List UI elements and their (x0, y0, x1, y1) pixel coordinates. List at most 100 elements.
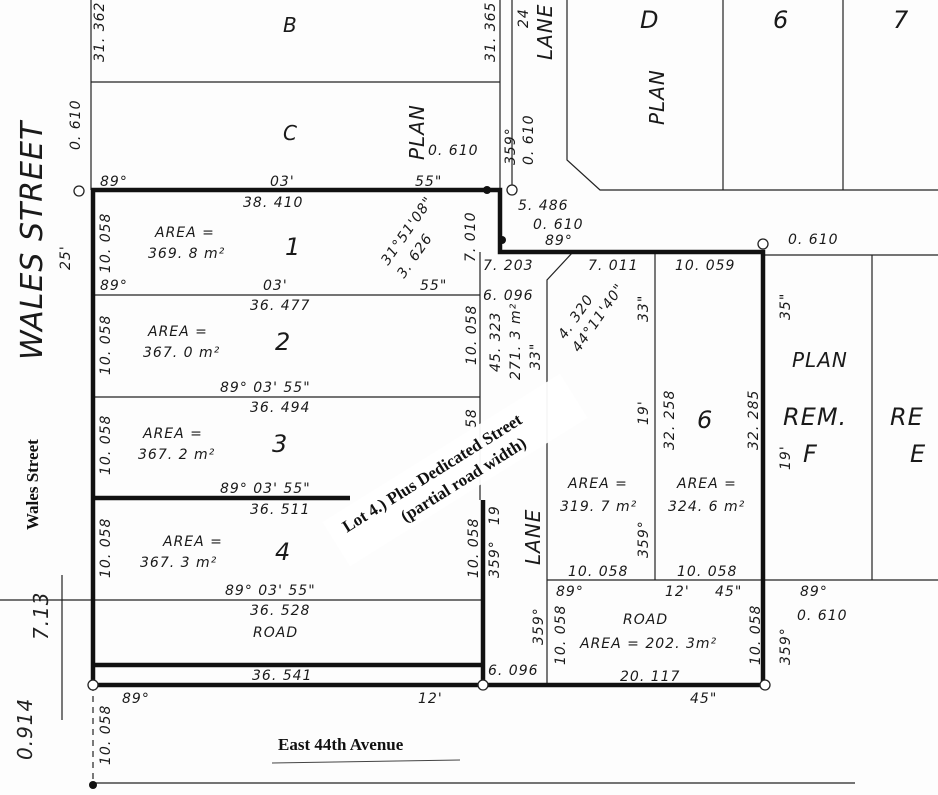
dimension-label: 10. 058 (466, 518, 482, 578)
dimension-label: 20. 117 (620, 669, 680, 685)
dimension-label: 36. 528 (250, 603, 310, 619)
dimension-label: 7. 010 (463, 211, 479, 262)
dimension-label: 45" (690, 691, 717, 707)
dimension-label: 45. 323 (488, 312, 504, 372)
wales-street-annotation: Wales Street (23, 439, 42, 530)
dimension-label: 55" (415, 174, 442, 190)
area-label: AREA = (567, 476, 628, 492)
dimension-label: 0. 610 (533, 217, 584, 233)
dimension-label: 0. 610 (788, 232, 839, 248)
lot-number: 6 (697, 406, 713, 434)
parcel-f: F (803, 440, 818, 468)
rem-f: REM. (783, 403, 847, 431)
lot-number: 1 (285, 233, 301, 261)
dimension-label: 31. 362 (92, 2, 108, 62)
dimension-label: 10. 058 (568, 564, 628, 580)
lane-mid-label: LANE (521, 509, 545, 565)
dimension-label: 03' (263, 278, 288, 294)
dimension-label: 0. 610 (521, 114, 537, 165)
dimension-label: 7. 011 (588, 258, 639, 274)
lane-area: 271. 3 m² (508, 303, 524, 380)
dimension-label: 12' (665, 584, 690, 600)
dimension-label: 10. 058 (748, 605, 764, 665)
dimension-label: 89° 03' 55" (220, 380, 311, 396)
dimension-label: 03' (270, 174, 295, 190)
dimension-label: 89° 03' 55" (220, 481, 311, 497)
dimension-label: 0. 610 (68, 99, 84, 150)
dimension-label: 31. 365 (483, 2, 499, 62)
lot-5: AREA = 319. 7 m² (560, 476, 637, 515)
dimension-label: 10. 059 (675, 258, 735, 274)
parcel-b: B (283, 13, 298, 37)
lot-number: 4 (275, 538, 291, 566)
dimensions: 31. 362 31. 365 0. 610 0. 610 359° 0. 61… (68, 2, 847, 765)
road-right-area: AREA = 202. 3m² (579, 636, 717, 652)
handwritten-0-914: 0.914 (13, 698, 37, 760)
area-label: AREA = (162, 534, 223, 550)
lane-width: 24 (516, 8, 532, 28)
handwritten-7-13: 7.13 (29, 591, 53, 640)
survey-markers (73, 184, 771, 789)
east-44th-avenue-label: East 44th Avenue (278, 735, 404, 754)
dimension-label: 36. 541 (252, 668, 312, 684)
dimension-label: 33" (528, 343, 544, 370)
area-label: AREA = (142, 426, 203, 442)
lot-6: AREA = 324. 6 m² 6 (668, 406, 744, 515)
dimension-label: 6. 096 (488, 663, 539, 679)
dimension-label: 19 (487, 505, 503, 525)
lot-number: 2 (275, 328, 291, 356)
lot-3: AREA = 367. 2 m² 3 (138, 426, 288, 463)
parcel-7: 7 (893, 6, 909, 34)
plan-d: PLAN (645, 69, 669, 125)
lot-4: AREA = 367. 3 m² 4 (140, 534, 291, 571)
dimension-label: 0. 610 (428, 143, 479, 159)
dimension-label: 10. 058 (98, 213, 114, 273)
underline (271, 759, 461, 764)
dimension-label: 89° (800, 584, 828, 600)
rem-e: RE (890, 403, 924, 431)
area-value: 367. 0 m² (143, 345, 220, 361)
dimension-label: 10. 058 (98, 705, 114, 765)
dimension-label: 36. 477 (250, 298, 310, 314)
dimension-label: 19' (636, 400, 652, 425)
dimension-label: 359° (487, 540, 503, 578)
area-value: 369. 8 m² (148, 246, 225, 262)
dimension-label: 89° (100, 174, 128, 190)
dimension-label: 89° (100, 278, 128, 294)
lane-top-label: LANE (533, 4, 557, 60)
dimension-label: 12' (418, 691, 443, 707)
dimension-label: 38. 410 (243, 195, 303, 211)
area-value: 319. 7 m² (560, 499, 637, 515)
dimension-label: 5. 486 (518, 198, 569, 214)
parcel-d: D (640, 6, 659, 34)
road-left-label: ROAD (253, 625, 298, 641)
dimension-label: 36. 494 (250, 400, 310, 416)
dimension-label: 359° (531, 607, 547, 645)
parcel-6: 6 (773, 6, 789, 34)
road-right-label: ROAD (623, 612, 668, 628)
dimension-label: 10. 058 (677, 564, 737, 580)
dimension-label: 89° 03' 55" (225, 583, 316, 599)
lot-1: AREA = 369. 8 m² 1 (148, 225, 301, 262)
dimension-label: 7. 203 (483, 258, 534, 274)
lot-number: 3 (272, 430, 288, 458)
dimension-label: 359° (636, 520, 652, 558)
area-value: 367. 2 m² (138, 447, 215, 463)
dimension-label: 55" (420, 278, 447, 294)
parcel-c: C (283, 121, 298, 145)
wales-street-width: 25' (58, 245, 74, 270)
dimension-label: 10. 058 (98, 518, 114, 578)
dimension-label: 6. 096 (483, 288, 534, 304)
dimension-label: 58 (464, 408, 480, 428)
dimension-label: 89° (122, 691, 150, 707)
dimension-label: 359° (503, 127, 519, 165)
dimension-label: 35" (778, 293, 794, 320)
area-label: AREA = (676, 476, 737, 492)
dimension-label: 10. 058 (553, 605, 569, 665)
dimension-label: 10. 058 (98, 315, 114, 375)
dimension-label: 10. 058 (464, 305, 480, 365)
dimension-label: 89° (556, 584, 584, 600)
dimension-label: 19' (778, 445, 794, 470)
area-label: AREA = (154, 225, 215, 241)
